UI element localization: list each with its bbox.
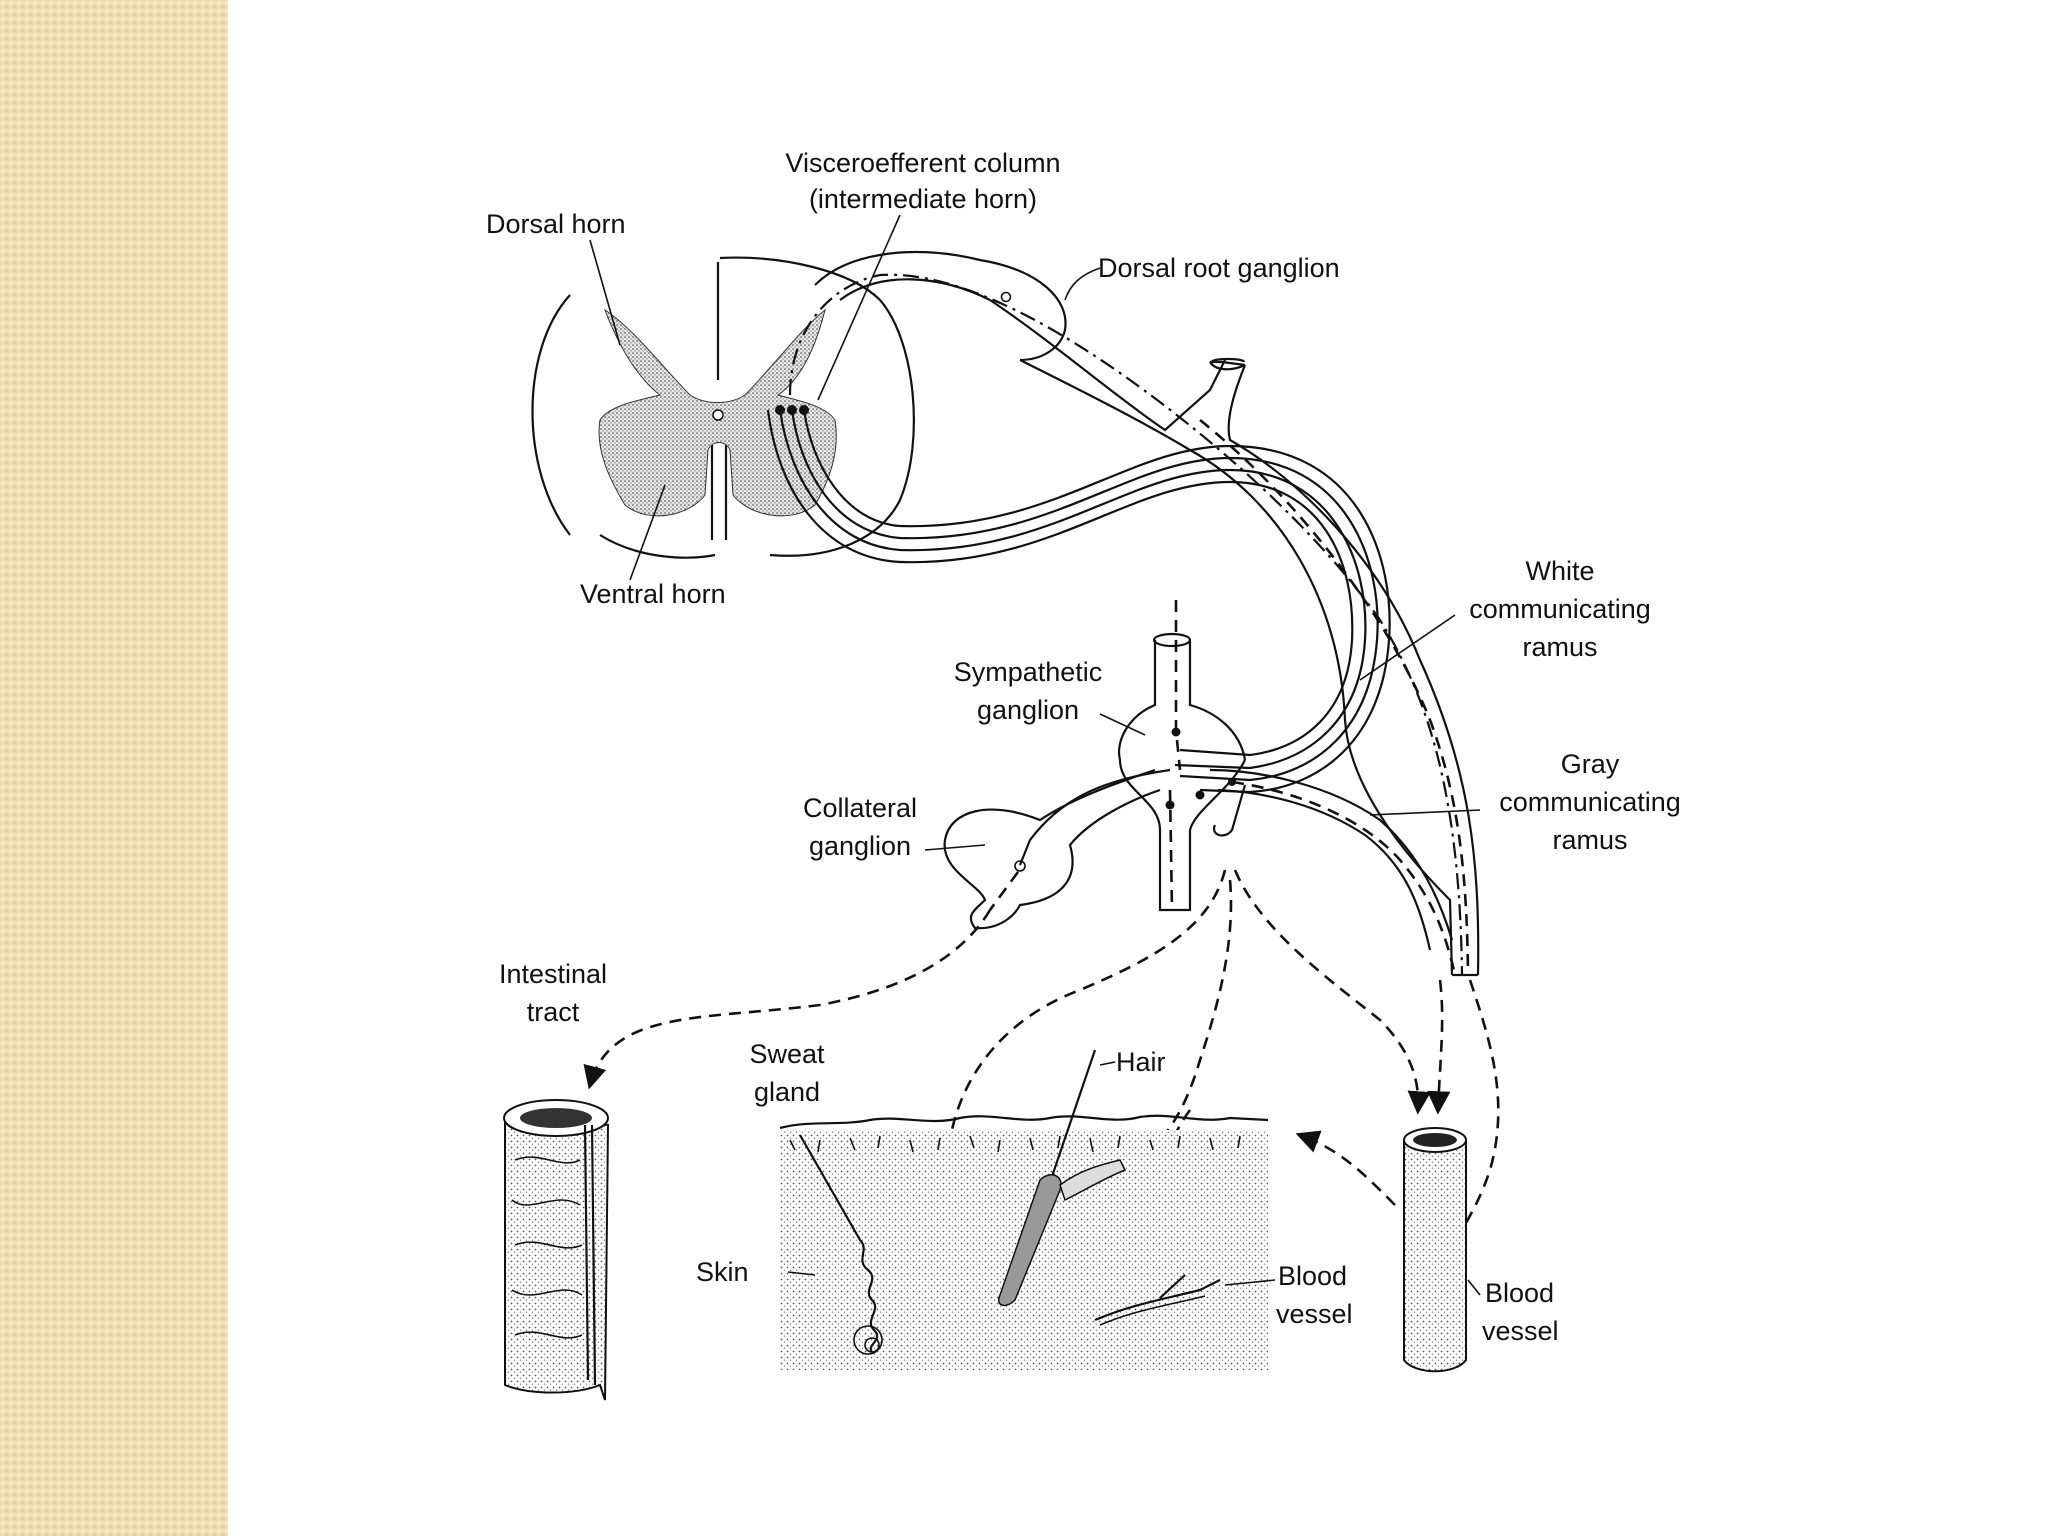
ventral-horn-label: Ventral horn — [580, 579, 726, 609]
sympathetic-ganglion-label-2: ganglion — [977, 695, 1079, 725]
epidermis-surface — [779, 1114, 1269, 1130]
spinal-nerve — [788, 250, 1480, 977]
sweat-gland-coil — [853, 1325, 883, 1355]
sympathetic-ganglion — [1117, 600, 1247, 912]
preganglionic-neuron — [787, 405, 797, 415]
sweat-gland-label-2: gland — [754, 1077, 820, 1107]
collateral-ganglion-label-1: Collateral — [803, 793, 917, 823]
gray-ramus-label-2: communicating — [1499, 787, 1681, 817]
visceroefferent-column-label: Visceroefferent column — [785, 148, 1060, 178]
collateral-ganglion — [943, 768, 1171, 930]
blood-vessel-label-1: Blood — [1485, 1278, 1554, 1308]
decorative-sidebar-texture — [0, 0, 228, 1536]
fiber-from-trunk-to-vessel — [1427, 979, 1451, 1115]
spinal-cord-outline — [531, 256, 915, 559]
intestinal-tract-label-1: Intestinal — [499, 959, 607, 989]
dorsal-root-ganglion-outline — [814, 250, 1067, 362]
preganglionic-neuron — [775, 405, 785, 415]
skin-label: Skin — [696, 1257, 749, 1287]
gray-ramus-label-3: ramus — [1552, 825, 1627, 855]
leader-lines — [589, 214, 1481, 1296]
sweat-gland-duct — [799, 1134, 879, 1353]
skin-illustration — [779, 1049, 1269, 1370]
intestinal-tract-label-2: tract — [527, 997, 580, 1027]
dorsal-root-ganglion-label: Dorsal root ganglion — [1098, 253, 1340, 283]
intermediate-horn-label: (intermediate horn) — [809, 184, 1037, 214]
hair-label: Hair — [1116, 1047, 1166, 1077]
preganglionic-fibers — [766, 405, 1391, 794]
white-ramus-label-3: ramus — [1522, 632, 1597, 662]
fiber-to-sweat-gland — [880, 869, 1227, 1305]
skin-blood-vessel-label-2: vessel — [1276, 1299, 1353, 1329]
dorsal-root-neuron — [1000, 291, 1012, 303]
central-canal — [712, 409, 724, 421]
ventral-median-fissure — [710, 445, 728, 540]
labels: Visceroefferent column (intermediate hor… — [486, 148, 1681, 1346]
fiber-to-blood-vessel — [1233, 869, 1431, 1115]
dorsal-horn-label: Dorsal horn — [486, 209, 626, 239]
preganglionic-neuron — [799, 405, 809, 415]
sympathetic-ganglion-label-1: Sympathetic — [954, 657, 1103, 687]
white-ramus-label-2: communicating — [1469, 594, 1651, 624]
arrector-pili-muscle — [1059, 1159, 1127, 1202]
white-ramus-label-1: White — [1525, 556, 1594, 586]
sensory-fiber — [788, 273, 1464, 976]
intestinal-tract-illustration — [503, 1099, 610, 1401]
fiber-to-intestine — [583, 909, 992, 1090]
collateral-ganglion-label-2: ganglion — [809, 831, 911, 861]
blood-vessel-illustration — [1403, 1127, 1467, 1373]
skin-blood-vessel — [1094, 1274, 1221, 1322]
skin-blood-vessel-label-1: Blood — [1278, 1261, 1347, 1291]
gray-ramus-label-1: Gray — [1561, 749, 1620, 779]
gray-communicating-ramus — [1209, 768, 1457, 976]
spinal-cord — [531, 256, 915, 559]
sweat-gland-label-1: Sweat — [749, 1039, 825, 1069]
hair-follicle — [998, 1174, 1062, 1307]
blood-vessel-label-2: vessel — [1482, 1316, 1559, 1346]
fiber-vessel-to-skin — [1295, 1130, 1396, 1206]
